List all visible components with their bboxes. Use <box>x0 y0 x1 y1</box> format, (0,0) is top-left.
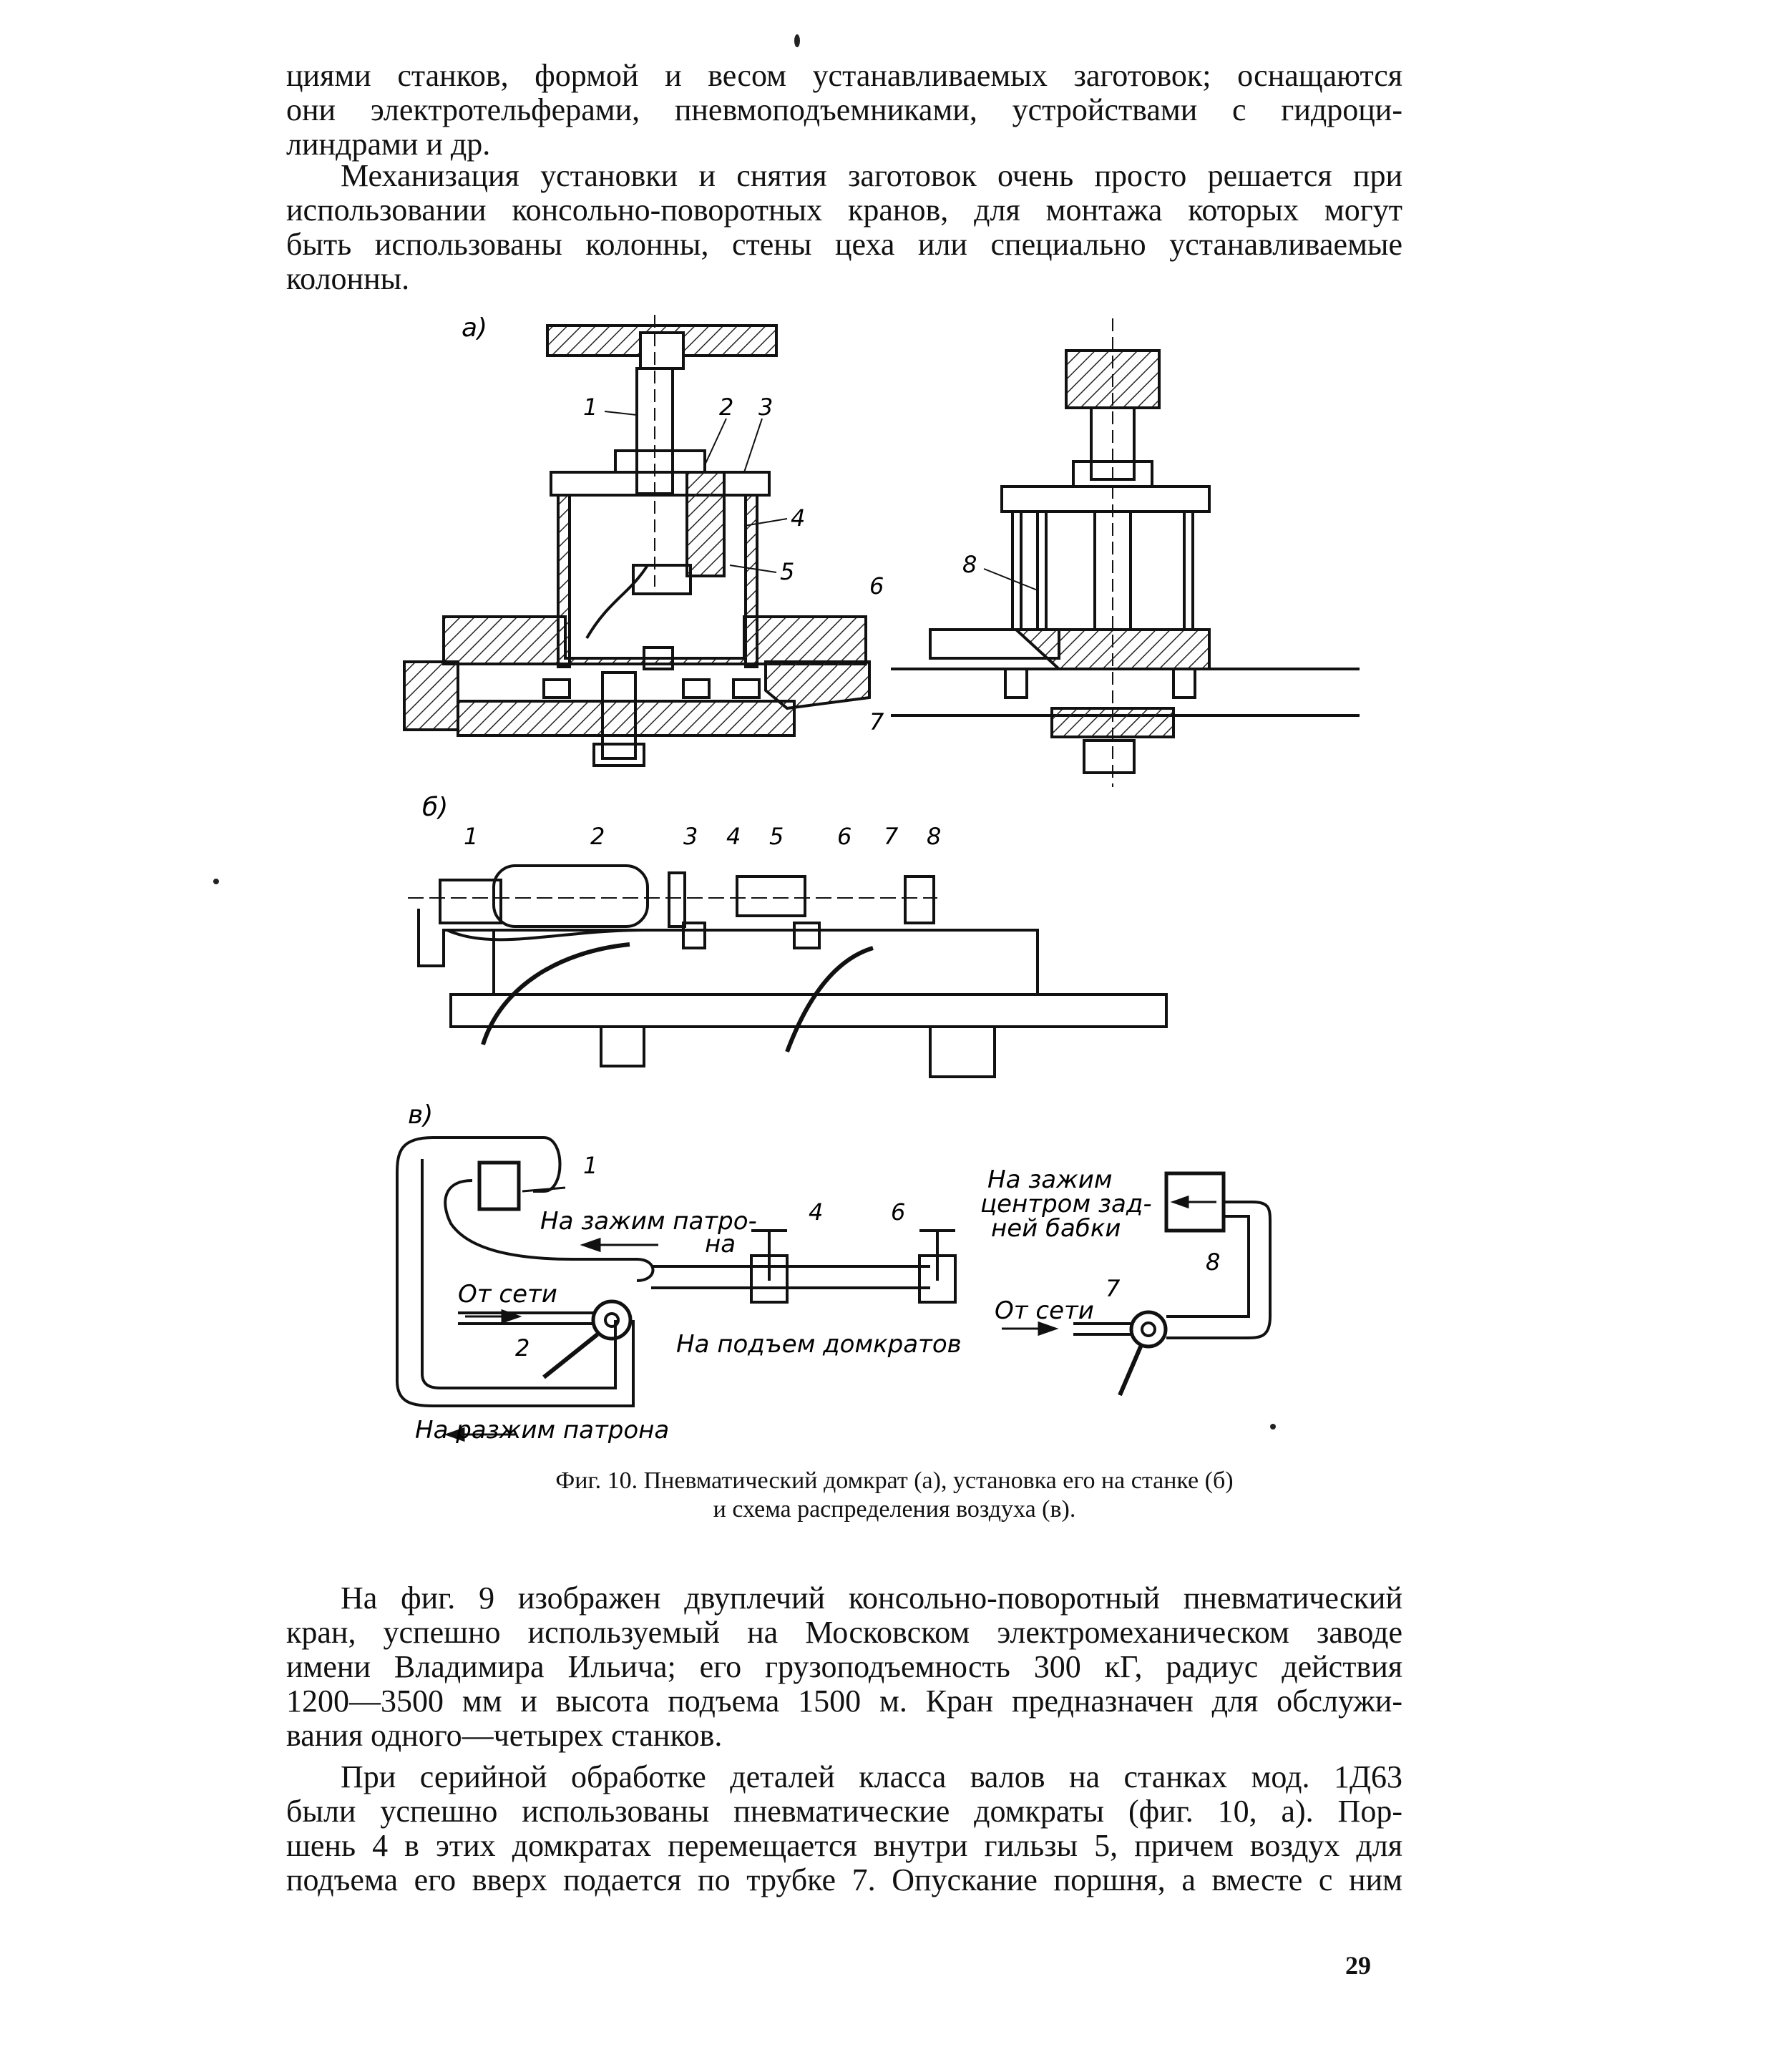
callout-number: 3 <box>683 823 698 850</box>
page-number: 29 <box>1345 1951 1371 1980</box>
text-line: циями станков, формой и весом устанавлив… <box>286 58 1402 93</box>
text-line: При серийной обработке деталей класса ва… <box>341 1759 1402 1794</box>
callout-number: 4 <box>791 504 805 532</box>
figure-caption: Фиг. 10. Пневматический домкрат (а), уст… <box>401 1467 1388 1524</box>
panel-b-label: б) <box>422 793 448 822</box>
callout-number: 7 <box>1106 1275 1121 1302</box>
annotation: на <box>705 1230 736 1259</box>
callout-number: 8 <box>1206 1248 1220 1276</box>
callout-number: 2 <box>719 394 733 421</box>
paragraph-serial: При серийной обработке деталей класса ва… <box>286 1760 1402 1897</box>
annotation: На подъем домкратов <box>676 1330 962 1359</box>
panel-v-arrows <box>444 1186 1216 1442</box>
text-line: 1200—3500 мм и высота подъема 1500 м. Кр… <box>286 1684 1402 1719</box>
text-line: кран, успешно используемый на Московском… <box>286 1615 1402 1650</box>
panel-v-scheme <box>396 1136 1272 1407</box>
callout-number: 6 <box>837 823 851 850</box>
panel-v-label: в) <box>408 1100 433 1130</box>
caption-line: и схема распределения воздуха (в). <box>713 1496 1076 1523</box>
text-line: они электротельферами, пневмоподъемникам… <box>286 92 1402 127</box>
panel-b-callouts: 1 2 3 4 5 6 7 8 <box>464 823 941 850</box>
callout-number: 8 <box>962 551 977 578</box>
panel-a-left-view <box>403 315 871 767</box>
callout-number: 6 <box>869 572 884 600</box>
annotation: От сети <box>458 1280 557 1309</box>
callout-number: 8 <box>927 823 941 850</box>
callout-number: 5 <box>780 558 794 585</box>
annotation: На зажим патро- <box>540 1207 757 1236</box>
callout-number: 7 <box>869 708 884 736</box>
text-line: Механизация установки и снятия заготовок… <box>341 158 1402 193</box>
panel-v-annotations: На зажим патро- на От сети На подъем дом… <box>415 1166 1152 1445</box>
callout-number: 5 <box>769 823 784 850</box>
annotation: На разжим патрона <box>415 1416 669 1445</box>
callout-number: 4 <box>809 1198 823 1226</box>
callout-number: 2 <box>590 823 605 850</box>
annotation: ней бабки <box>991 1214 1121 1243</box>
text-line: колонны. <box>286 261 410 296</box>
text-line: использовании консольно-поворотных крано… <box>286 192 1402 228</box>
paragraph-mechanization: Механизация установки и снятия заготовок… <box>286 159 1402 296</box>
scan-speck <box>213 879 219 884</box>
callout-number: 7 <box>884 823 899 850</box>
callout-number: 1 <box>583 1152 597 1179</box>
text-line: линдрами и др. <box>286 127 491 162</box>
callout-number: 1 <box>583 394 597 421</box>
text-line: шень 4 в этих домкратах перемещается вну… <box>286 1828 1402 1863</box>
callout-number: 2 <box>515 1334 530 1362</box>
annotation: От сети <box>995 1296 1094 1325</box>
annotation: центром зад- <box>980 1190 1152 1218</box>
text-line: На фиг. 9 изображен двуплечий консольно-… <box>341 1580 1402 1616</box>
panel-b-lathe <box>408 864 1168 1078</box>
text-line: имени Владимира Ильича; его грузоподъемн… <box>286 1649 1402 1684</box>
panel-a-label: а) <box>462 313 487 343</box>
scan-speck <box>1270 1424 1276 1430</box>
paragraph-continuation: циями станков, формой и весом устанавлив… <box>286 59 1402 162</box>
text-line: быть использованы колонны, стены цеха ил… <box>286 227 1402 262</box>
text-line: вания одного—четырех станков. <box>286 1718 723 1753</box>
annotation: На зажим <box>987 1166 1113 1194</box>
panel-a-right-view <box>891 318 1360 787</box>
callout-number: 1 <box>464 823 478 850</box>
paragraph-fig9: На фиг. 9 изображен двуплечий консольно-… <box>286 1581 1402 1753</box>
panel-a-leaders <box>604 411 1038 591</box>
panel-a-callouts: 1 2 3 4 5 6 7 8 <box>583 394 977 736</box>
callout-number: 4 <box>726 823 741 850</box>
text-line: подъема его вверх подается по трубке 7. … <box>286 1862 1402 1897</box>
caption-line: Фиг. 10. Пневматический домкрат (а), уст… <box>555 1467 1234 1494</box>
scan-speck <box>794 34 800 47</box>
panel-v-callouts: 1 2 4 6 7 8 <box>515 1152 1220 1362</box>
callout-number: 6 <box>891 1198 905 1226</box>
callout-number: 3 <box>758 394 773 421</box>
text-line: были успешно использованы пневматические… <box>286 1794 1402 1829</box>
